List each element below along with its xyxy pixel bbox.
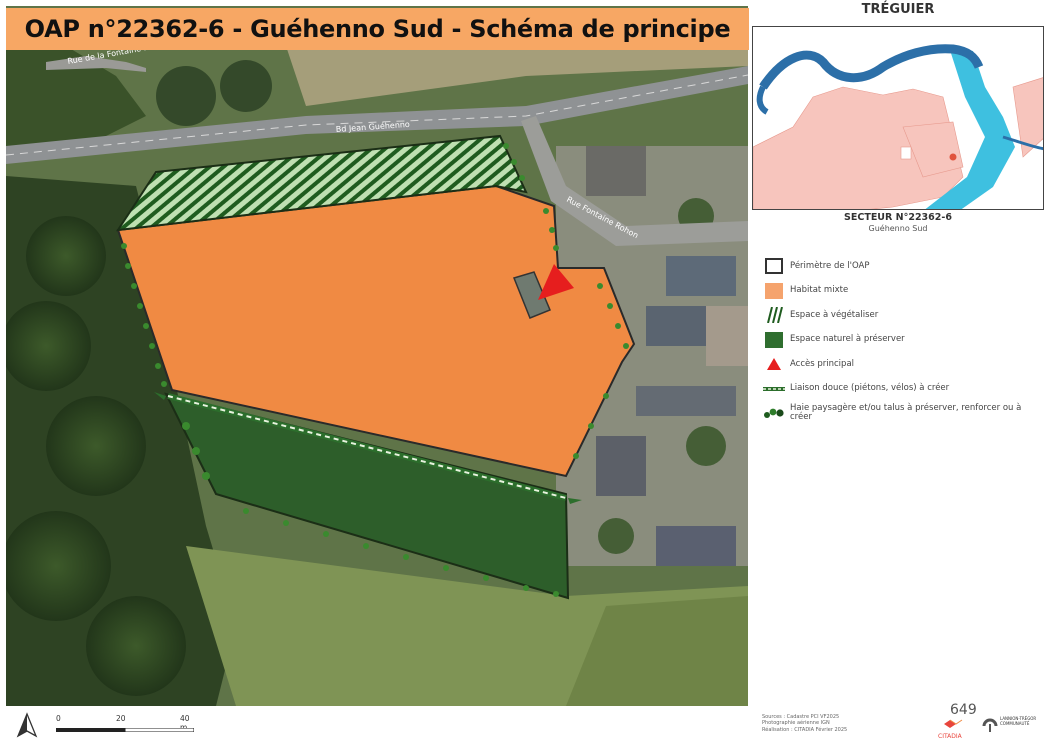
legend-item-habitat: Habitat mixte [762, 279, 1042, 304]
aerial-map-canvas: Rue de la Fontaine Keranger Bd Jean Guéh… [6, 6, 748, 706]
lannion-logo-text: LANNION-TRÉGOR COMMUNAUTÉ [1000, 716, 1037, 726]
legend-label: Périmètre de l'OAP [790, 260, 870, 271]
legend-item-espace-naturel: Espace naturel à préserver [762, 328, 1042, 353]
locator-map-canvas [753, 27, 1043, 209]
zone-espace-naturel[interactable] [164, 392, 570, 600]
sector-subtitle: Guéhenno Sud [868, 224, 928, 233]
legend-item-vegetalise: Espace à végétaliser [762, 303, 1042, 328]
citadia-logo: CITADIA [936, 716, 970, 740]
dashed-line-icon [762, 379, 786, 399]
north-arrow-icon [14, 712, 40, 738]
zone-habitat-mixte[interactable] [116, 184, 636, 478]
hedge-dots-icon [762, 403, 786, 423]
legend-item-perimeter: Périmètre de l'OAP [762, 254, 1042, 279]
legend-label: Habitat mixte [790, 285, 849, 296]
page-title: OAP n°22362-6 - Guéhenno Sud - Schéma de… [6, 8, 749, 50]
legend-label: Espace à végétaliser [790, 309, 879, 320]
acces-principal-marker[interactable] [538, 264, 574, 300]
legend-item-liaison: Liaison douce (piétons, vélos) à créer [762, 377, 1042, 402]
legend-item-haie: Haie paysagère et/ou talus à préserver, … [762, 401, 1042, 426]
lannion-tregor-logo: LANNION-TRÉGOR COMMUNAUTÉ [980, 714, 1044, 738]
locator-title: TRÉGUIER [861, 2, 935, 17]
triangle-icon [762, 354, 786, 374]
sector-title: SECTEUR N°22362-6 [844, 212, 952, 223]
locator-sector-marker [949, 153, 957, 161]
scale-graphic [56, 728, 194, 732]
hatch-swatch-icon [762, 305, 786, 325]
scale-label-20: 20 [116, 714, 126, 723]
espace-naturel-swatch-icon [762, 330, 786, 350]
source-line: Photographie aérienne IGN [762, 720, 830, 727]
legend-label: Espace naturel à préserver [790, 334, 905, 345]
sources-credits: Sources : Cadastre PCI VF2025 Photograph… [762, 714, 912, 733]
map-legend: Périmètre de l'OAP Habitat mixte Espace … [762, 254, 1042, 426]
perimeter-swatch-icon [762, 256, 786, 276]
hedge-dots [121, 143, 629, 597]
scale-label-0: 0 [56, 714, 61, 723]
legend-item-acces: Accès principal [762, 352, 1042, 377]
source-line: Réalisation : CITADIA Février 2025 [762, 726, 848, 733]
legend-label: Liaison douce (piétons, vélos) à créer [790, 383, 950, 394]
existing-building [512, 271, 551, 319]
locator-map[interactable] [752, 26, 1044, 210]
legend-label: Haie paysagère et/ou talus à préserver, … [790, 402, 1022, 423]
main-map[interactable]: Rue de la Fontaine Keranger Bd Jean Guéh… [6, 6, 748, 706]
habitat-swatch-icon [762, 281, 786, 301]
page-number: 649 [950, 702, 977, 718]
svg-text:CITADIA: CITADIA [938, 733, 963, 740]
zone-espace-vegetaliser[interactable] [115, 134, 528, 232]
source-line: Sources : Cadastre PCI VF2025 [762, 714, 840, 720]
legend-label: Accès principal [790, 358, 855, 369]
